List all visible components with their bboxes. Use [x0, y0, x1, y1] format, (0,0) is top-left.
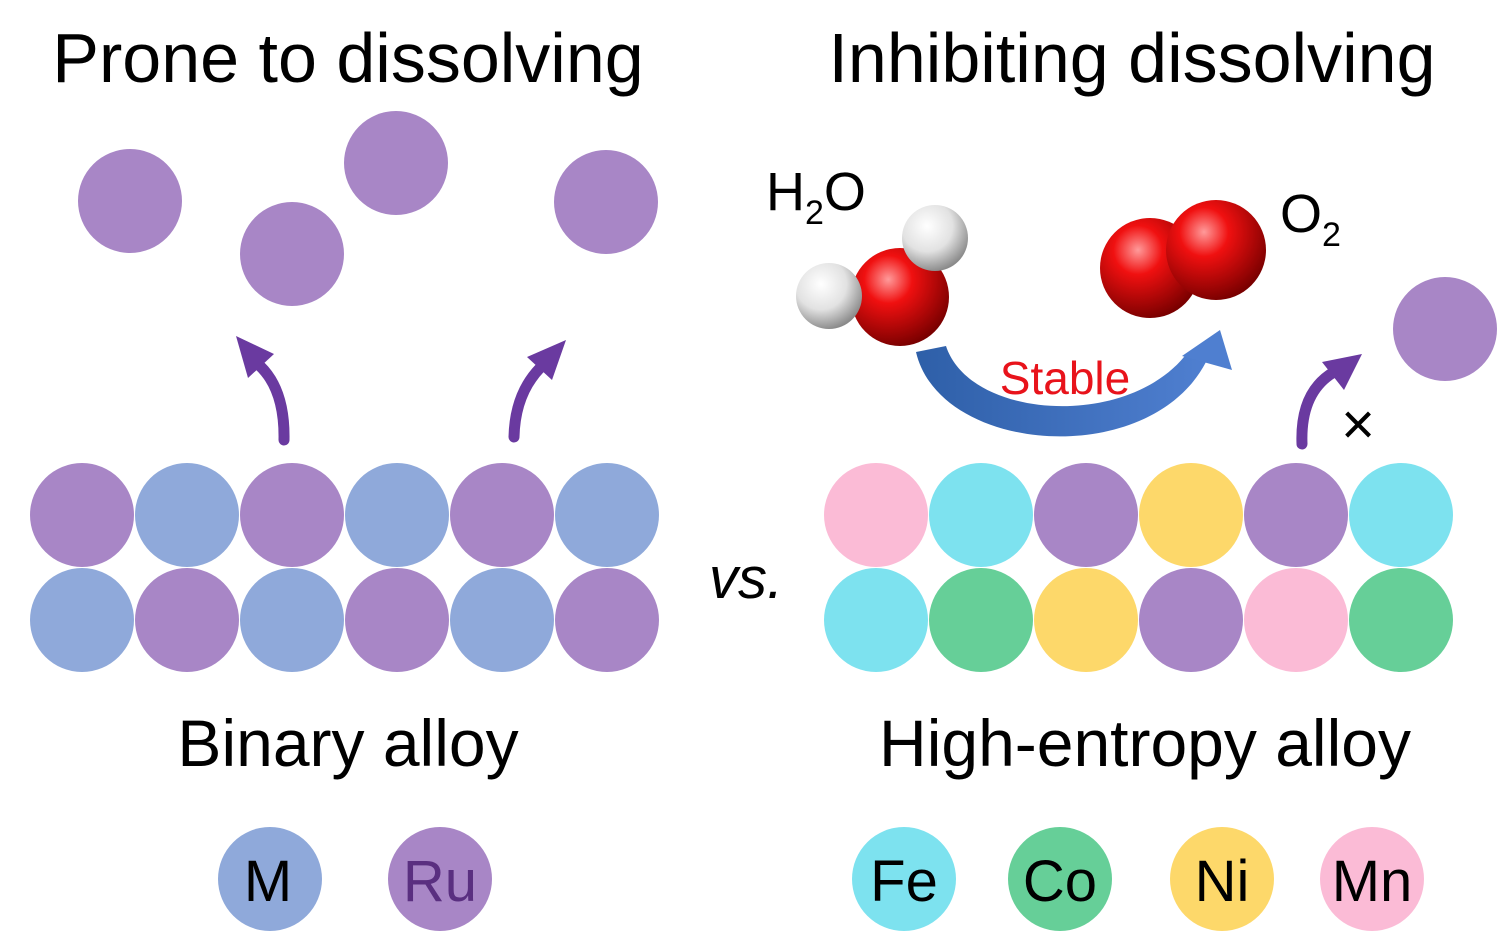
lattice-atom-mn: [1244, 568, 1348, 672]
lattice-atom-fe: [1349, 463, 1453, 567]
blocked-dissolution: ×: [1296, 277, 1497, 457]
lattice-atom-mn: [824, 463, 928, 567]
legend-item-fe: Fe: [852, 827, 956, 931]
dissolution-arrow: [236, 336, 290, 446]
oxygen-molecule: [1100, 200, 1266, 318]
lattice-atom-ru: [135, 568, 239, 672]
legend-item-ni: Ni: [1170, 827, 1274, 931]
legend-swatch-co: [1008, 827, 1112, 931]
left-title: Prone to dissolving: [52, 19, 643, 97]
legend-label-mn: Mn: [1332, 849, 1413, 914]
water-molecule: [796, 205, 968, 346]
high-entropy-alloy-lattice: [824, 463, 1453, 672]
dissolved-ru-atom: [554, 150, 658, 254]
stable-label: Stable: [1000, 352, 1130, 404]
lattice-atom-co: [1349, 568, 1453, 672]
legend-swatch-fe: [852, 827, 956, 931]
legend-label-m: M: [244, 849, 292, 914]
binary-alloy-lattice: [30, 463, 659, 672]
lattice-atom-fe: [929, 463, 1033, 567]
hydrogen-atom: [902, 205, 968, 271]
blocked-arrowhead: [1322, 354, 1362, 390]
legend-swatch-ru: [388, 827, 492, 931]
legend-left: M Ru: [218, 827, 492, 931]
vs-separator: vs.: [709, 546, 783, 611]
lattice-atom-ru: [555, 568, 659, 672]
lattice-atom-ru: [30, 463, 134, 567]
blocked-mark-icon: ×: [1341, 392, 1375, 457]
lattice-atom-ru: [450, 463, 554, 567]
right-title: Inhibiting dissolving: [828, 19, 1435, 97]
dissolved-ru-atom: [78, 149, 182, 253]
lattice-atom-ni: [1139, 463, 1243, 567]
legend-swatch-ni: [1170, 827, 1274, 931]
stable-reaction-arrow: [916, 330, 1232, 437]
reactant-label: H2O: [766, 162, 866, 232]
dissolved-atoms-left: [78, 111, 658, 306]
lattice-atom-ru: [1244, 463, 1348, 567]
dissolved-ru-atom: [240, 202, 344, 306]
legend-item-co: Co: [1008, 827, 1112, 931]
left-caption: Binary alloy: [177, 706, 518, 780]
legend-label-co: Co: [1023, 849, 1097, 914]
legend-swatch-mn: [1320, 827, 1424, 931]
legend-swatch-m: [218, 827, 322, 931]
legend-item-ru: Ru: [388, 827, 492, 931]
oxygen-atom: [1166, 200, 1266, 300]
hydrogen-atom: [796, 263, 862, 329]
lattice-atom-m: [30, 568, 134, 672]
lattice-atom-ru: [240, 463, 344, 567]
lattice-atom-m: [555, 463, 659, 567]
lattice-atom-m: [450, 568, 554, 672]
legend-item-mn: Mn: [1320, 827, 1424, 931]
dissolution-arrow: [508, 340, 566, 443]
lattice-atom-ni: [1034, 568, 1138, 672]
lattice-atom-m: [345, 463, 449, 567]
legend-label-fe: Fe: [870, 849, 938, 914]
legend-label-ni: Ni: [1195, 849, 1250, 914]
legend-right: Fe Co Ni Mn: [852, 827, 1424, 931]
lattice-atom-co: [929, 568, 1033, 672]
lattice-atom-m: [240, 568, 344, 672]
lattice-atom-ru: [345, 568, 449, 672]
oxygen-atom: [851, 248, 949, 346]
escaping-ru-atom: [1393, 277, 1497, 381]
lattice-atom-ru: [1034, 463, 1138, 567]
lattice-atom-ru: [1139, 568, 1243, 672]
dissolution-arrows-left: [236, 336, 566, 446]
legend-item-m: M: [218, 827, 322, 931]
product-label: O2: [1280, 184, 1341, 254]
dissolved-ru-atom: [344, 111, 448, 215]
lattice-atom-fe: [824, 568, 928, 672]
right-caption: High-entropy alloy: [879, 706, 1411, 780]
lattice-atom-m: [135, 463, 239, 567]
legend-label-ru: Ru: [403, 849, 477, 914]
